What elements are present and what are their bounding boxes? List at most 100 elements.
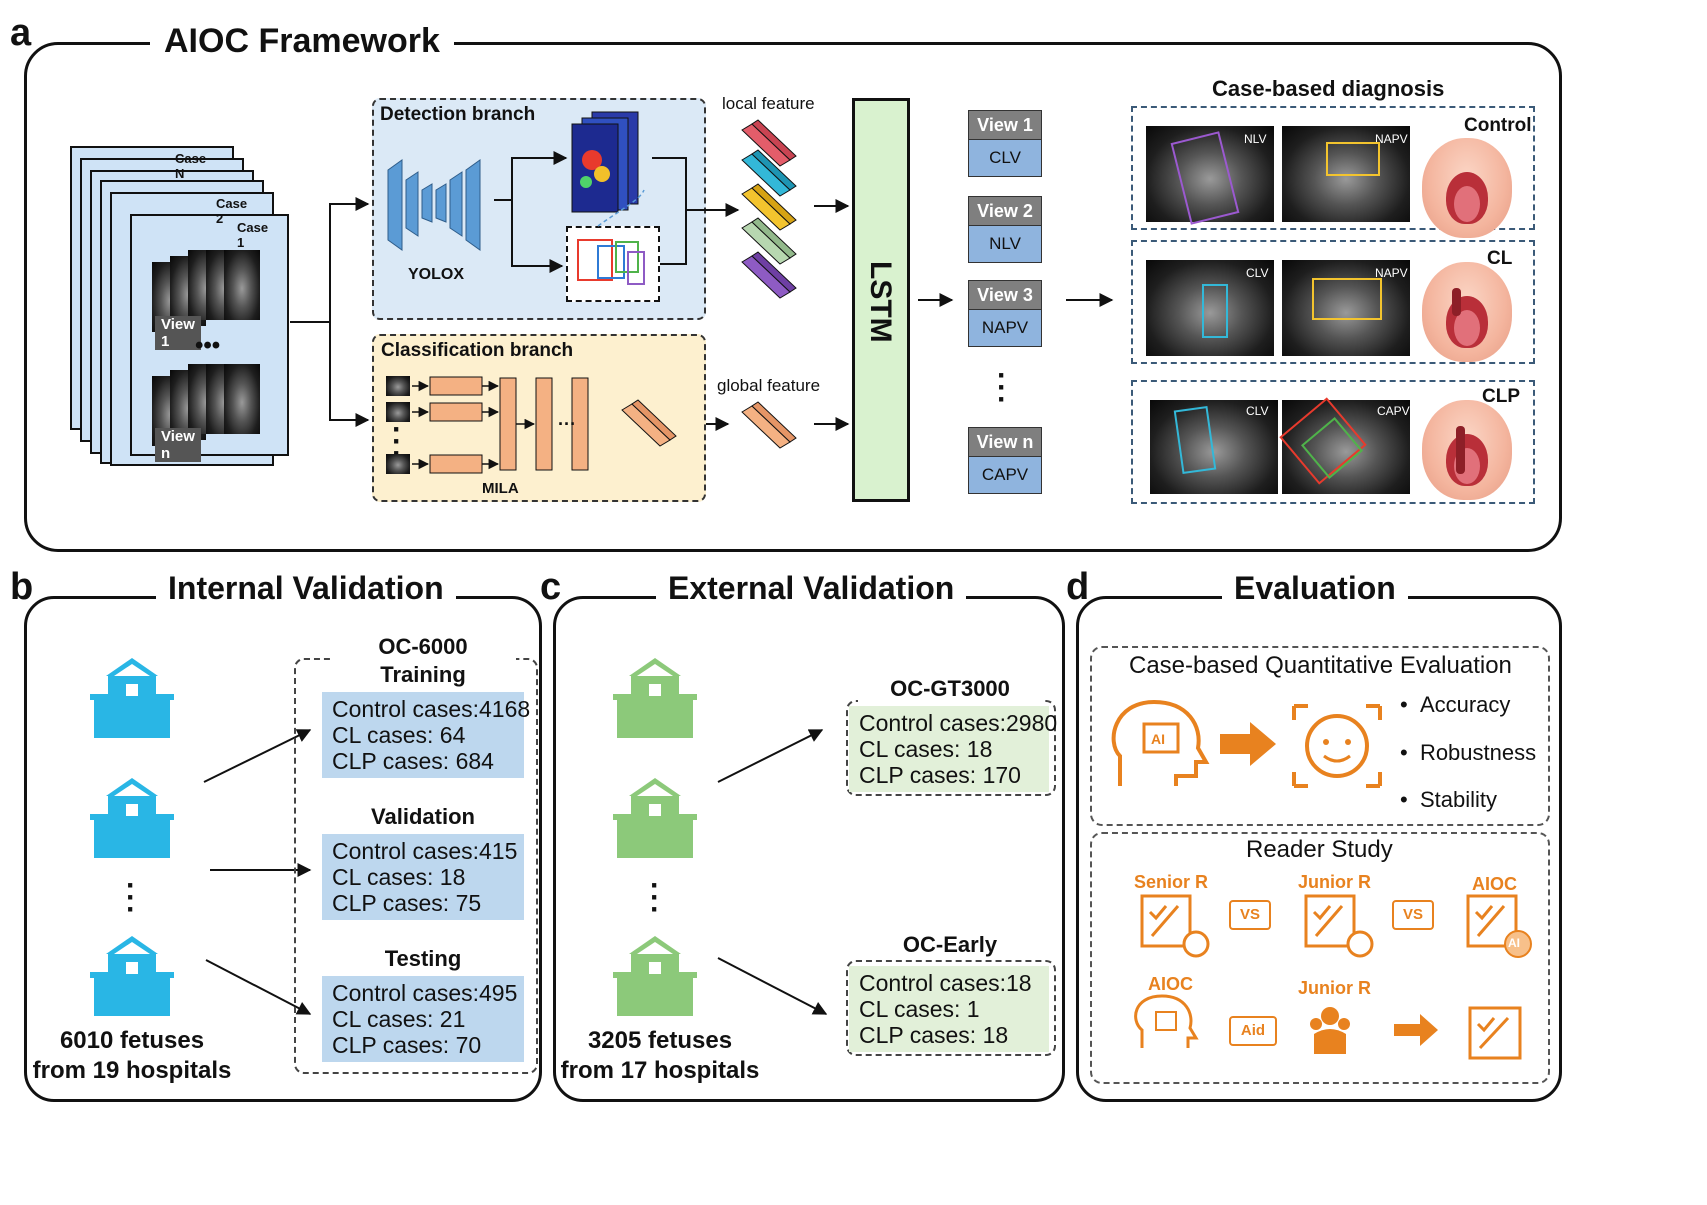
ai-to-face-graphic: AI [1111,699,1382,788]
ultrasound-view-label: CAPV [1377,404,1410,418]
case-n-label: Case N [175,151,207,181]
case-2-label: Case 2 [216,196,248,226]
view-output-head: View 1 [968,110,1042,140]
diagnosis-row-control [1131,106,1535,230]
ultrasound-image [1150,400,1278,494]
view-output-name: CLV [968,139,1042,177]
ultrasound-view-label: NLV [1244,132,1267,146]
validation-title: Validation [371,804,475,829]
diagnosis-row-cl [1131,240,1535,364]
oc-gt3000-stats: Control cases:2980 CL cases: 18 CLP case… [849,706,1057,792]
cleft-lip-palate-face-illustration [1422,400,1512,500]
classification-branch-title: Classification branch [381,340,574,361]
vertical-ellipsis: ··· [650,869,660,926]
aid-badge: Aid [1229,1016,1277,1046]
detection-boxes-icon [566,226,660,302]
yolox-label: YOLOX [408,266,465,283]
evaluation-title: Evaluation [1222,570,1408,607]
ellipsis: ··· [558,414,576,434]
ultrasound-view-label: NAPV [1375,132,1408,146]
junior-reader-label: Junior R [1298,872,1372,892]
reader-study-box [1090,832,1550,1084]
ultrasound-view-label: CLV [1246,404,1269,418]
instance-thumb [386,454,410,474]
panel-c-letter: c [540,566,562,608]
instance-thumb [386,376,410,396]
view-output-head: View 2 [968,196,1042,226]
ultrasound-image [1146,126,1274,222]
detection-branch-title: Detection branch [380,104,536,125]
view-output-name: NLV [968,225,1042,263]
case-1-label: Case 1 [237,220,269,250]
senior-reader-label: Senior R [1134,872,1209,892]
oc-early-group [846,960,1056,1056]
bounding-box [1326,142,1380,176]
external-fetus-count: 3205 fetuses from 17 hospitals [560,1027,760,1084]
bounding-box [1312,278,1382,320]
local-feature-label: local feature [722,94,815,113]
diagnosis-title: Case-based diagnosis [1212,76,1445,101]
vertical-ellipsis: ··· [392,413,402,469]
diagnosis-row-clp [1131,380,1535,504]
view-n-label: View n [155,428,201,462]
panel-d-letter: d [1066,566,1090,608]
oc-early-stats: Control cases:18 CL cases: 1 CLP cases: … [849,966,1049,1052]
external-validation-title: External Validation [656,570,967,607]
yolox-network-icon [387,159,481,251]
global-feature-label: global feature [717,376,821,395]
framework-frame [24,42,1562,552]
heatmap-icon [571,111,639,213]
mila-label: MILA [482,480,519,497]
instance-thumb [386,402,410,422]
training-title: Training [380,662,466,687]
ultrasound-thumb [224,250,260,320]
oc-6000-title: OC-6000 [330,634,516,660]
vs-badge: VS [1392,900,1434,930]
quantitative-evaluation-title: Case-based Quantitative Evaluation [1129,652,1512,679]
oc-gt3000-title: OC-GT3000 [858,676,1042,702]
bounding-box [1202,284,1228,338]
svg-text:AI: AI [1151,731,1165,747]
diagnosis-label: Control [1464,115,1532,136]
quantitative-evaluation-box [1090,646,1550,826]
metric-stability: • Stability [1400,787,1497,812]
aioc-reader-label: AIOC [1472,874,1517,894]
validation-stats: Control cases:415 CL cases: 18 CLP cases… [322,834,524,920]
training-stats: Control cases:4168 CL cases: 64 CLP case… [322,692,530,778]
ai-badge-text: AI [1508,936,1520,950]
internal-fetus-count: 6010 fetuses from 19 hospitals [32,1027,232,1084]
normal-face-illustration [1422,138,1512,238]
view-output-head: View 3 [968,280,1042,310]
panel-b-letter: b [10,566,34,608]
metric-accuracy: • Accuracy [1400,692,1511,717]
oc-early-title: OC-Early [858,932,1042,958]
testing-title: Testing [384,946,462,971]
diagnosis-label: CL [1487,248,1513,269]
ultrasound-image [1146,260,1274,356]
ellipsis: ••• [195,332,221,359]
ultrasound-view-label: CLV [1246,266,1269,280]
panel-a-letter: a [10,12,32,54]
ultrasound-thumb [224,364,260,434]
lstm-block [852,98,910,502]
view-1-label: View 1 [155,316,201,350]
framework-title: AIOC Framework [150,22,454,61]
metric-robustness: • Robustness [1400,740,1537,765]
view-output-name: NAPV [968,309,1042,347]
ultrasound-image [1282,400,1410,494]
diagnosis-label: CLP [1482,386,1520,407]
testing-stats: Control cases:495 CL cases: 21 CLP cases… [322,976,524,1062]
aid-row-junior-label: Junior R [1298,978,1372,998]
aid-row-aioc-label: AIOC [1148,974,1193,994]
cleft-lip-face-illustration [1422,262,1512,362]
internal-validation-title: Internal Validation [156,570,456,607]
ultrasound-image [1282,260,1410,356]
reader-study-title: Reader Study [1246,836,1393,863]
vs-badge: VS [1229,900,1271,930]
view-output-name: CAPV [968,456,1042,494]
vertical-ellipsis: ··· [997,359,1007,416]
ultrasound-view-label: NAPV [1375,266,1408,280]
